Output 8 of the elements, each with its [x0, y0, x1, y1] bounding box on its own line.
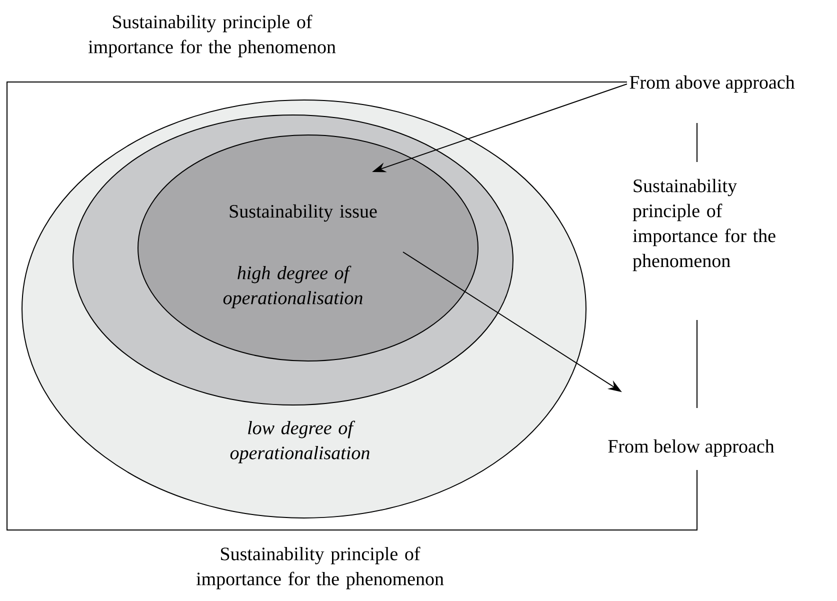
italic-note: high degree of operationalisation [223, 266, 362, 308]
ellipse-title: Sustainability issue [230, 204, 377, 222]
approach-label: From below approach [608, 439, 774, 457]
italic-note: low degree of operationalisation [230, 420, 370, 464]
principle-label: Sustainability principle of importance for the phenomenon [88, 14, 336, 58]
principle-label: Sustainability principle of importance for the phenomenon [632, 178, 776, 272]
principle-label: Sustainability principle of importance for the phenomenon [196, 546, 444, 590]
approach-label: From above approach [630, 75, 795, 93]
